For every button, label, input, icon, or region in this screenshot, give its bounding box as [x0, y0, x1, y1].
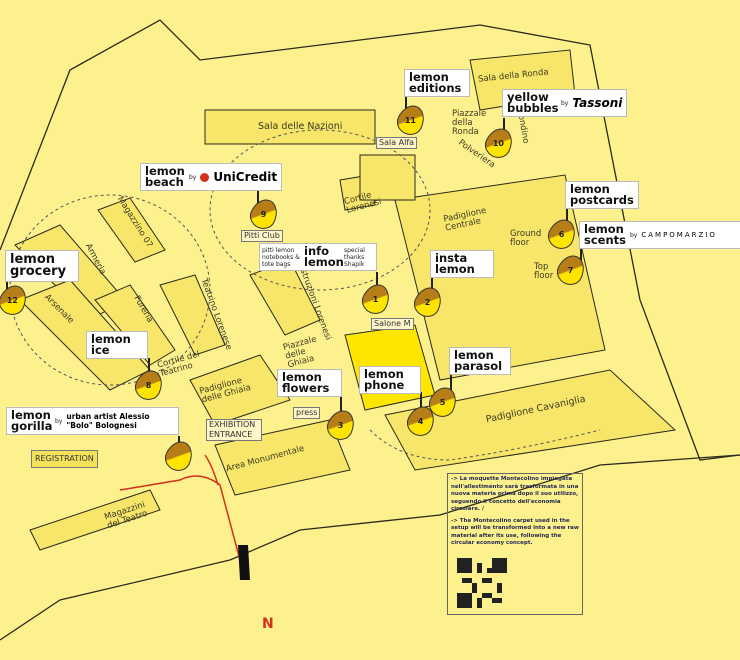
tag-registration: REGISTRATION [31, 450, 98, 468]
unicredit-logo: UniCredit [213, 170, 278, 184]
building-magazzino [97, 197, 166, 263]
callout-lemon-phone[interactable]: lemon phone [359, 366, 421, 394]
campomarzio-logo: CAMPOMARZIO [641, 231, 717, 239]
place-piazzale-ronda: Piazzale della Ronda [452, 109, 487, 137]
callout-lemon-editions[interactable]: lemon editions [404, 69, 470, 97]
tag-press: press [293, 407, 321, 419]
qr-code[interactable] [457, 558, 507, 608]
place-top-floor: Top floor [534, 262, 554, 281]
tag-exhibition-entrance: EXHIBITION ENTRANCE [206, 419, 262, 441]
place-ground-floor: Ground floor [510, 229, 542, 248]
building-sala-nazioni [204, 109, 376, 145]
callout-lemon-flowers[interactable]: lemon flowers [277, 369, 342, 397]
unicredit-icon [200, 172, 210, 182]
callout-lemon-grocery[interactable]: lemon grocery [5, 250, 79, 282]
note-italian: -> La moquette Montecolino impiegata nel… [451, 476, 579, 512]
callout-lemon-ice[interactable]: lemon ice [86, 331, 148, 359]
fortress-wall-south [0, 454, 740, 641]
dashed-area-west [9, 194, 211, 386]
building-sala-alfa [359, 154, 416, 201]
circular-economy-note: -> La moquette Montecolino impiegata nel… [447, 473, 583, 615]
tag-sala-alfa: Sala Alfa [376, 137, 418, 149]
callout-lemon-postcards[interactable]: lemon postcards [565, 181, 639, 209]
dashed-area-center [209, 129, 431, 291]
building-magazzini-teatro [29, 489, 161, 551]
building-ghiaia [189, 354, 291, 426]
north-indicator: N [262, 616, 274, 632]
tag-salone-m: Salone M [371, 318, 414, 330]
building-cavaniglia [384, 369, 677, 471]
entrance-route [119, 454, 241, 561]
callout-lemon-parasol[interactable]: lemon parasol [449, 347, 511, 375]
tag-pitti-club: Pitti Club [241, 230, 283, 242]
building-teatrino [159, 274, 226, 356]
gate [238, 545, 250, 580]
fortress-wall-north [0, 19, 740, 461]
callout-insta-lemon[interactable]: insta lemon [430, 250, 494, 278]
place-sala-nazioni: Sala delle Nazioni [258, 121, 343, 132]
tassoni-logo: Tassoni [572, 96, 623, 110]
note-english: -> The Montecolino carpet used in the se… [451, 517, 579, 547]
